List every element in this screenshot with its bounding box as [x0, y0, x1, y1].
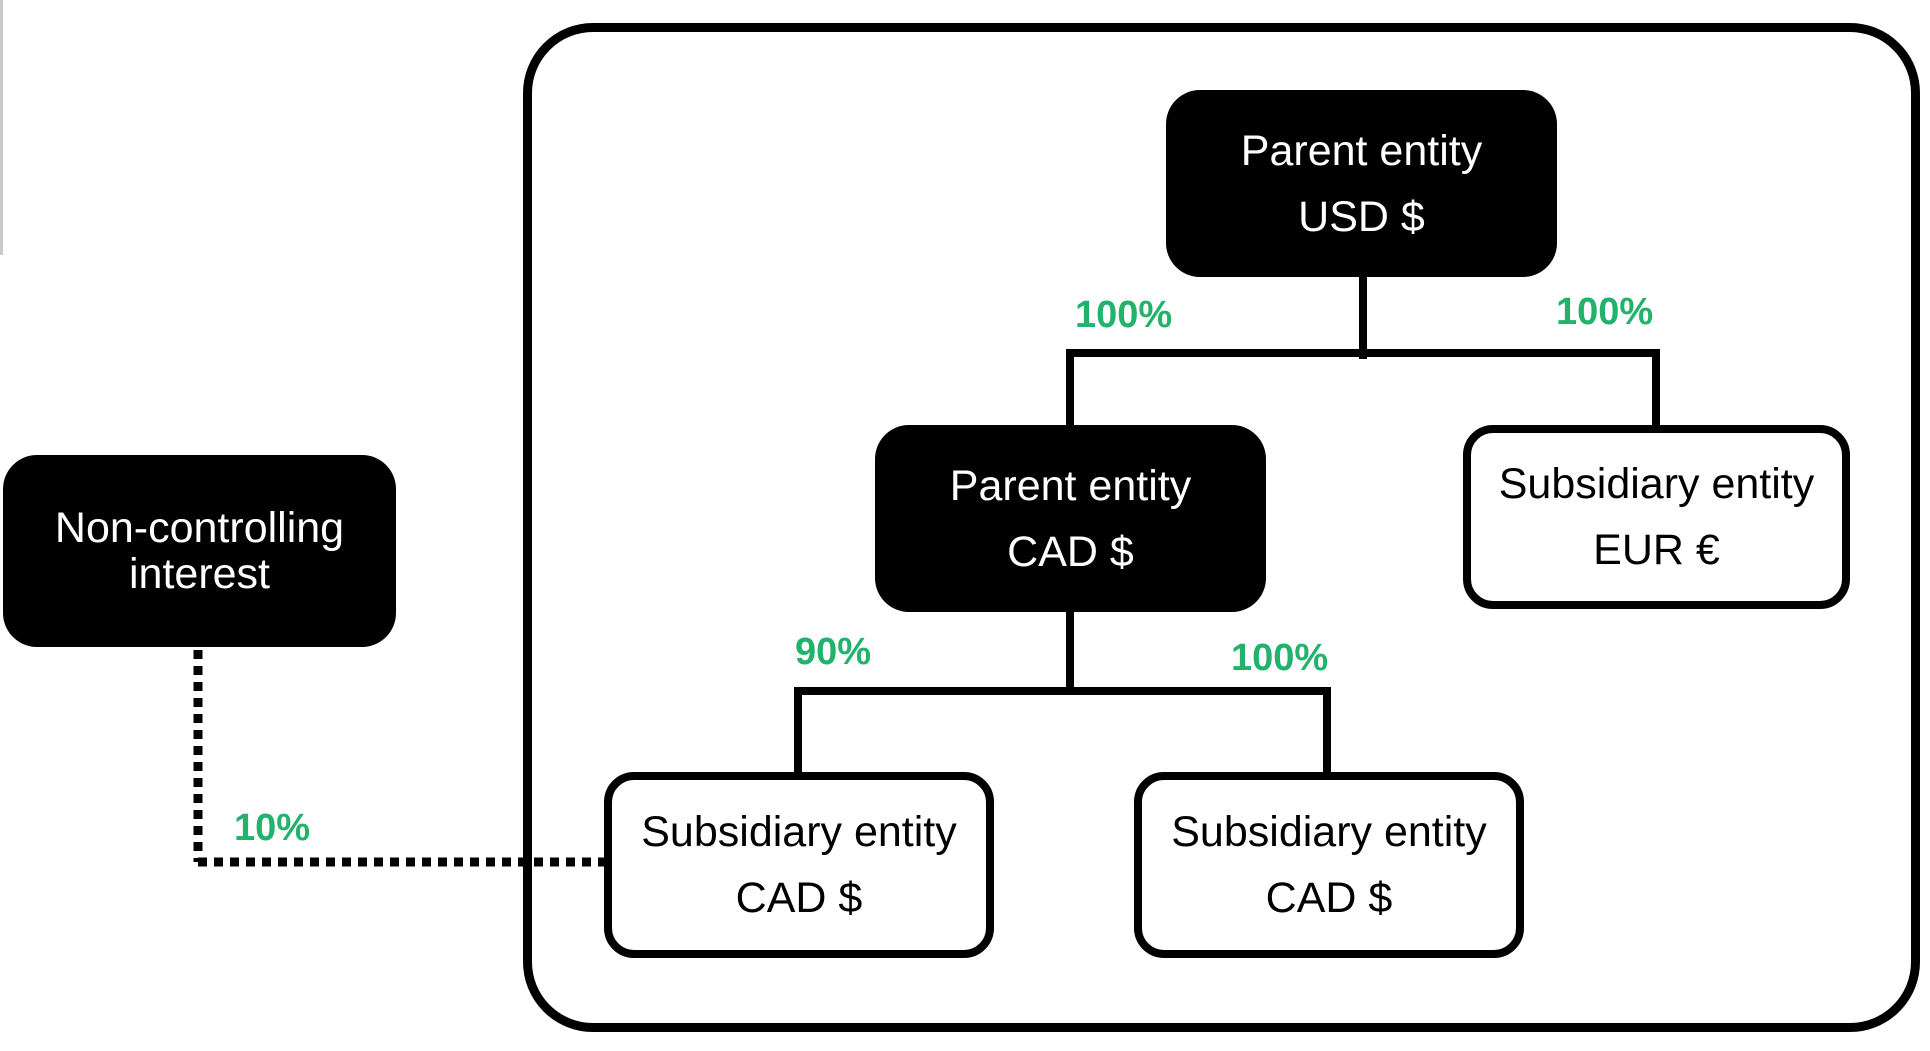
- ownership-label-top-to-eur: 100%: [1556, 291, 1654, 333]
- node-currency: EUR €: [1593, 526, 1720, 574]
- node-currency: USD $: [1298, 192, 1425, 241]
- node-subtitle: interest: [128, 550, 270, 598]
- node-title: Subsidiary entity: [641, 808, 957, 856]
- subsidiary-entity-eur: Subsidiary entity EUR €: [1463, 425, 1850, 609]
- node-currency: CAD $: [1007, 527, 1134, 576]
- node-currency: CAD $: [1265, 874, 1393, 922]
- consolidated-group-boundary: [523, 23, 1920, 1032]
- ownership-label-top-to-mid: 100%: [1075, 294, 1173, 336]
- ownership-label-nci: 10%: [234, 807, 311, 849]
- node-currency: CAD $: [735, 874, 863, 922]
- ownership-label-mid-to-right: 100%: [1231, 637, 1329, 679]
- node-title: Parent entity: [949, 461, 1192, 510]
- ownership-label-mid-to-left: 90%: [795, 631, 872, 673]
- node-title: Subsidiary entity: [1498, 460, 1815, 508]
- left-edge-mark: [0, 0, 3, 255]
- node-title: Parent entity: [1240, 126, 1483, 175]
- parent-entity-usd: Parent entity USD $: [1166, 90, 1557, 277]
- subsidiary-entity-cad-left: Subsidiary entity CAD $: [604, 772, 994, 958]
- node-title: Non-controlling: [54, 504, 345, 552]
- non-controlling-interest: Non-controlling interest: [3, 455, 396, 647]
- subsidiary-entity-cad-right: Subsidiary entity CAD $: [1134, 772, 1524, 958]
- parent-entity-cad: Parent entity CAD $: [875, 425, 1266, 612]
- node-title: Subsidiary entity: [1171, 808, 1487, 856]
